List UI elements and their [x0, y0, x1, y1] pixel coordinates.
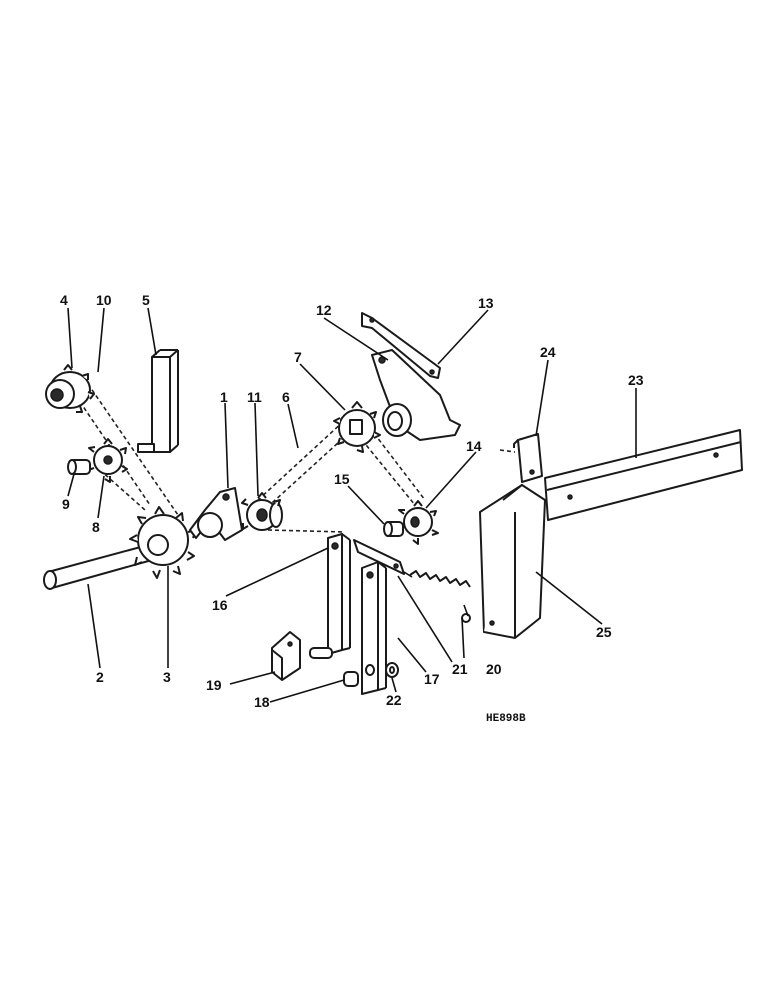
callout-15: 15: [334, 471, 350, 487]
part-25-shield: [479, 484, 546, 639]
chain-lower: [267, 427, 426, 533]
part-22-washer: [385, 662, 399, 678]
callout-12: 12: [316, 302, 332, 318]
callout-14: 14: [466, 438, 482, 454]
callout-3: 3: [163, 669, 171, 685]
part-18-nut: [343, 671, 359, 687]
drive-chains: [75, 383, 426, 533]
callout-11: 11: [247, 389, 262, 405]
callout-2: 2: [96, 669, 104, 685]
part-7-sprocket: [333, 401, 381, 453]
part-8-small-sprocket: [87, 438, 128, 483]
part-9-bushing: [67, 459, 91, 475]
callout-16: 16: [212, 597, 228, 613]
callout-25: 25: [596, 624, 612, 640]
callout-22: 22: [386, 692, 402, 708]
part-24-clip: [499, 433, 543, 483]
part-19-u-bracket: [271, 631, 301, 681]
part-17-lever-plate: [361, 561, 387, 695]
callout-1: 1: [220, 389, 228, 405]
part-23-angle-bar: [544, 429, 743, 521]
part-2-shaft: [43, 544, 153, 590]
callout-17: 17: [424, 671, 440, 687]
part-21-strap: [353, 539, 405, 575]
part-5-bracket-bar: [137, 349, 179, 453]
callout-labels: 4 10 5 1 11 6 7 12 13 24 23 14 15 9 8 2 …: [60, 292, 644, 710]
callout-13: 13: [478, 295, 494, 311]
part-13-plate: [361, 312, 441, 379]
callout-7: 7: [294, 349, 302, 365]
callout-10: 10: [96, 292, 112, 308]
callout-9: 9: [62, 496, 70, 512]
callout-8: 8: [92, 519, 100, 535]
part-4-sprocket-hub: [45, 364, 95, 413]
part-12-arm-bracket: [371, 349, 461, 441]
callout-4: 4: [60, 292, 68, 308]
callout-20: 20: [486, 661, 502, 677]
callout-24: 24: [540, 344, 556, 360]
callout-19: 19: [206, 677, 222, 693]
callout-18: 18: [254, 694, 270, 710]
part-3-large-sprocket: [129, 506, 197, 579]
callout-5: 5: [142, 292, 150, 308]
leader-lines: [67, 307, 637, 703]
part-1-bearing-flange: [189, 487, 243, 541]
part-16-lever: [309, 533, 351, 659]
part-15-bushing: [383, 521, 404, 537]
figure-reference-code: HE898B: [486, 713, 526, 725]
part-11-sprocket: [241, 492, 283, 531]
chain-6: [257, 419, 351, 513]
callout-6: 6: [282, 389, 290, 405]
part-20-spring: [403, 570, 471, 623]
part-14-sprocket: [397, 500, 439, 545]
callout-23: 23: [628, 372, 644, 388]
callout-21: 21: [452, 661, 468, 677]
